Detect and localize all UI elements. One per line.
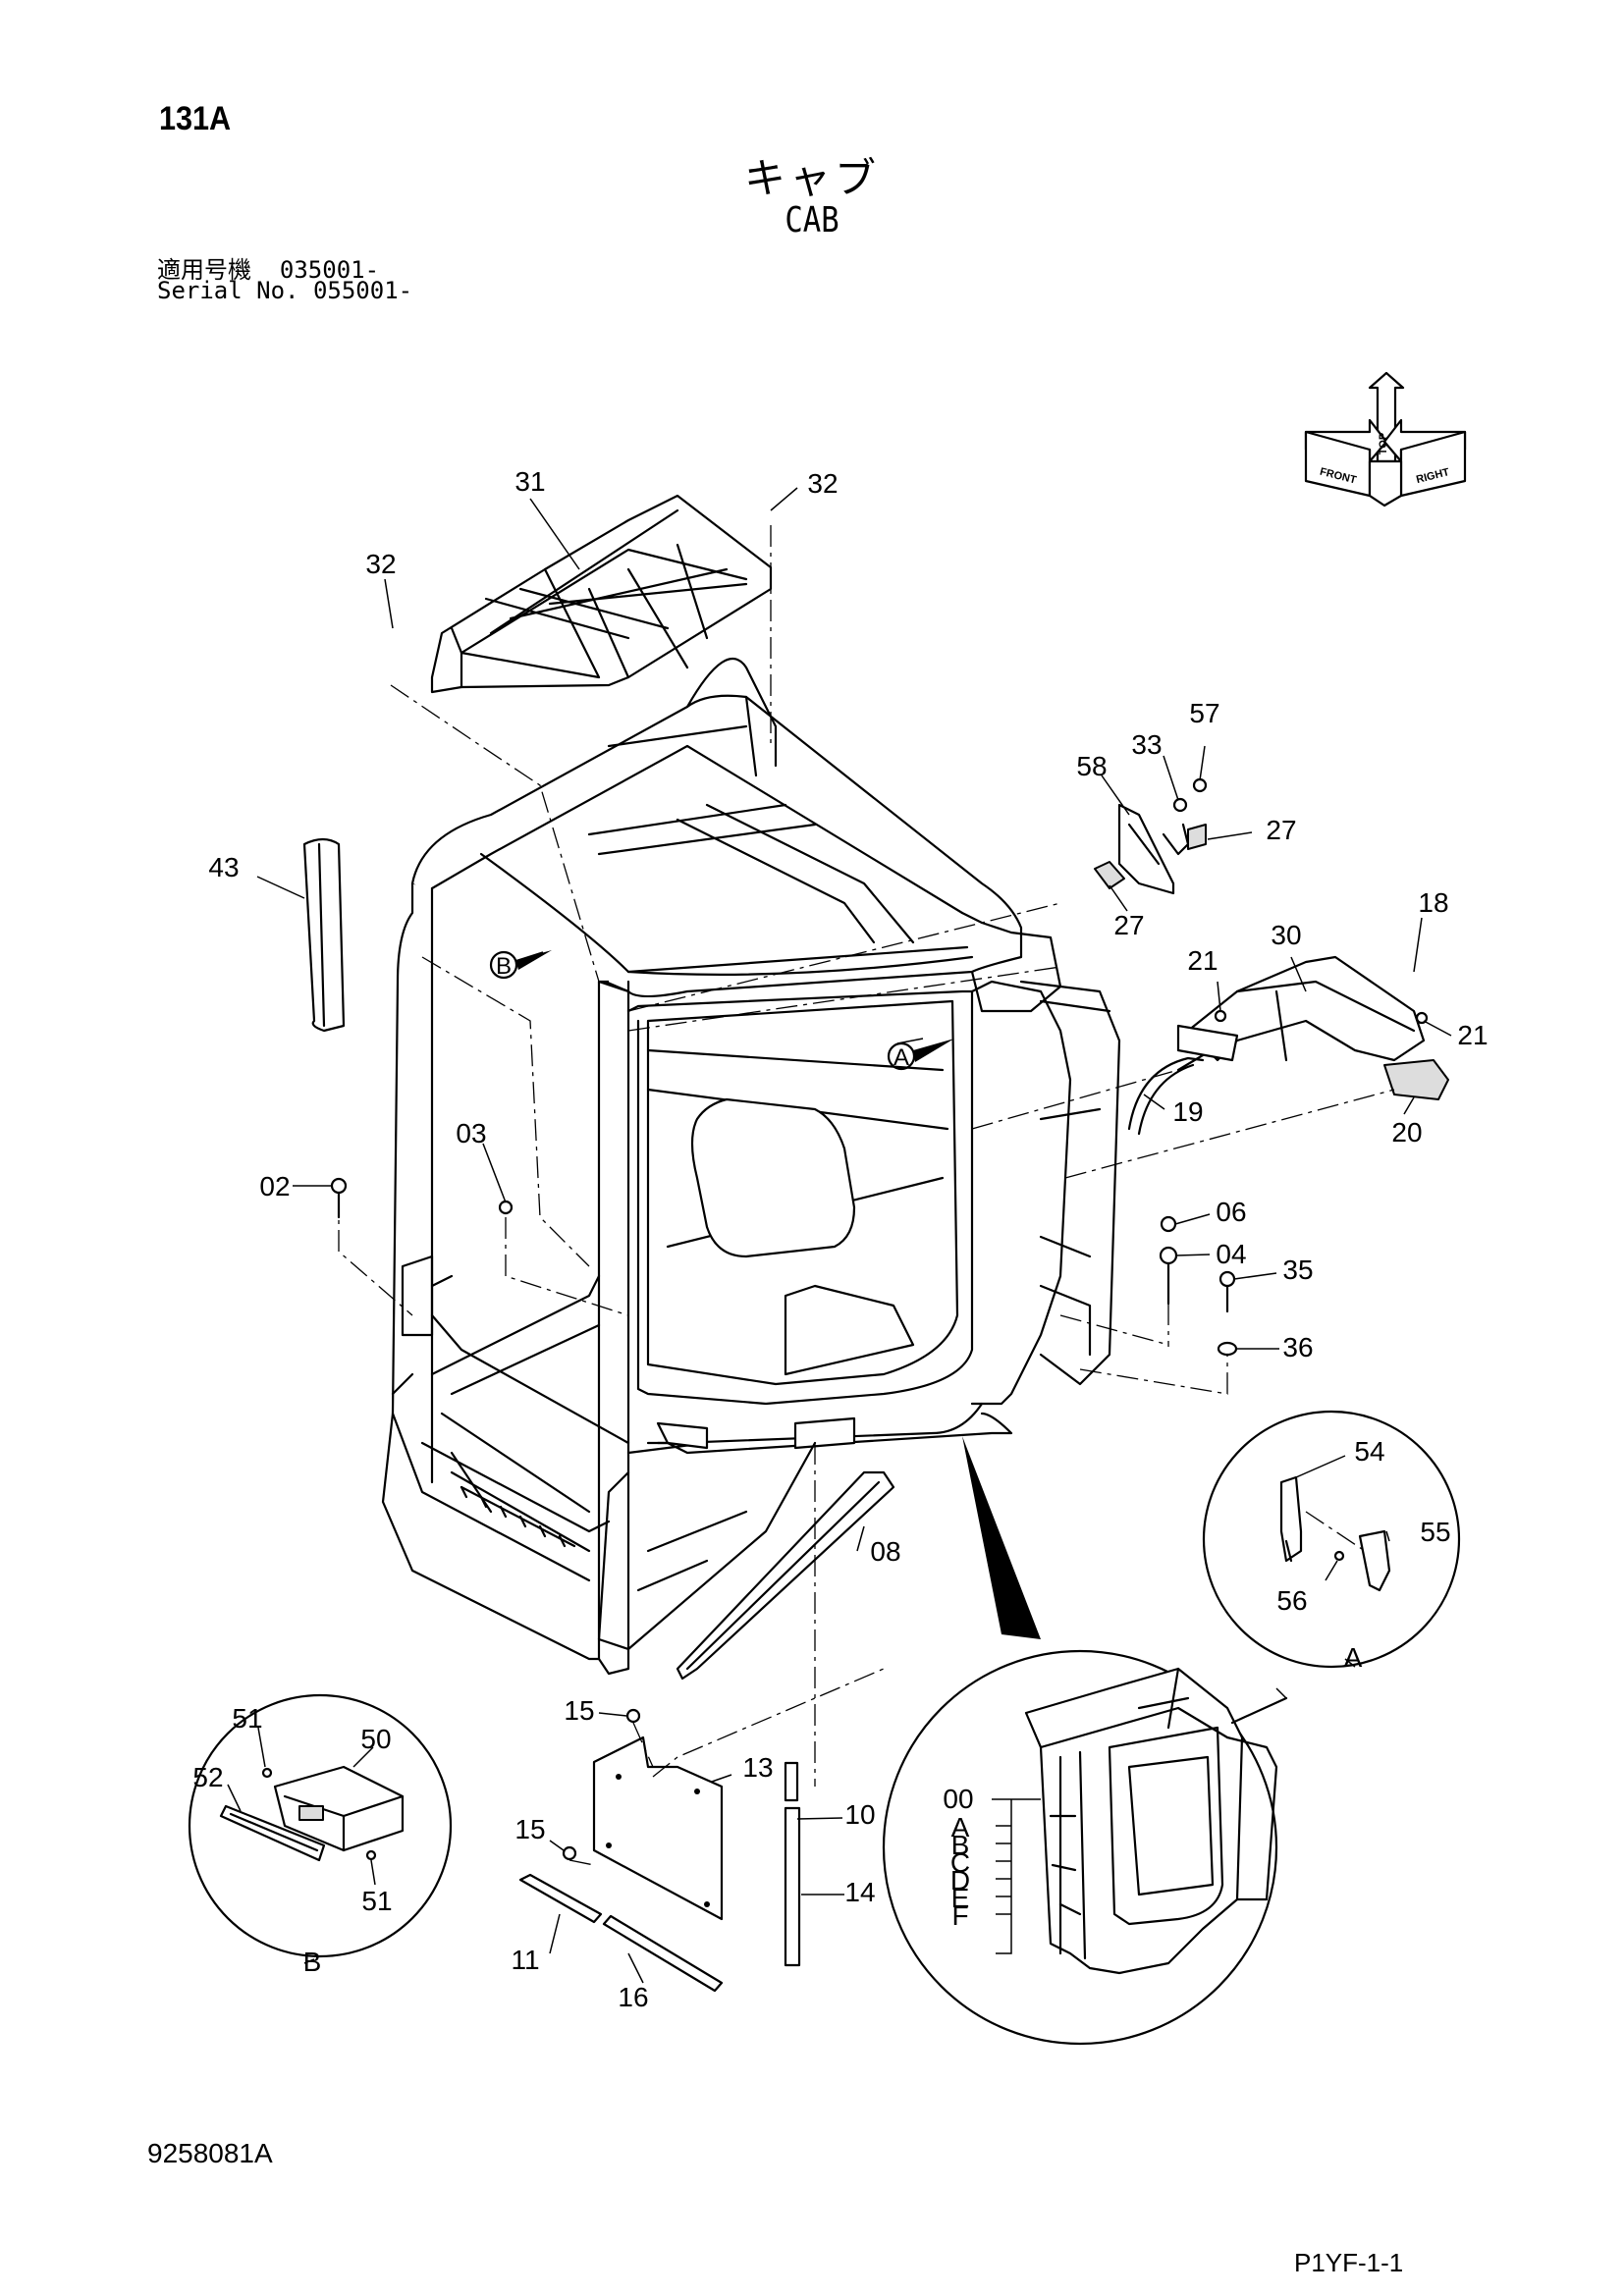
- callout-51-lower: 51: [361, 1886, 392, 1916]
- title-english: CAB: [785, 200, 839, 240]
- callout-10: 10: [844, 1799, 875, 1830]
- screw-56: [1333, 1550, 1345, 1562]
- center-lines: [338, 525, 1395, 1866]
- callout-08: 08: [870, 1536, 900, 1567]
- view-marker-b: B: [489, 950, 552, 980]
- callout-21-upper: 21: [1187, 945, 1218, 976]
- part-callouts: 31 32 32 33 57 58 27 27 43 21 30 18 21 1…: [192, 466, 1488, 2012]
- assembly-detail-circle: [882, 1436, 1288, 2046]
- bolt-03: [498, 1200, 514, 1215]
- title-japanese: キャブ: [743, 154, 880, 202]
- strip-10: [784, 1761, 799, 1802]
- page-code: P1YF-1-1: [1294, 2248, 1404, 2277]
- callout-58: 58: [1076, 751, 1107, 781]
- callout-variant-a: A: [951, 1812, 970, 1842]
- callout-50: 50: [360, 1724, 391, 1754]
- view-marker-a: A: [887, 1039, 954, 1071]
- cab-frame: [381, 657, 1121, 1676]
- callout-variant-c: C: [950, 1847, 970, 1878]
- bolt-57: [1192, 777, 1208, 793]
- callout-variant-e: E: [951, 1883, 970, 1913]
- callout-16: 16: [618, 1982, 648, 2012]
- stay-19: [1127, 1056, 1205, 1136]
- callout-19: 19: [1172, 1096, 1203, 1127]
- detail-circle-a: [1202, 1410, 1461, 1669]
- assembly-miniature-cab: [1024, 1667, 1288, 1975]
- callout-18: 18: [1418, 887, 1448, 918]
- document-id: 9258081A: [147, 2138, 273, 2168]
- bolt-04: [1159, 1246, 1178, 1306]
- callout-31: 31: [514, 466, 545, 497]
- callout-43: 43: [208, 852, 239, 882]
- bracket-58: [1117, 803, 1190, 895]
- detail-pointer-arrow: [962, 1436, 1041, 1639]
- callout-56: 56: [1276, 1585, 1307, 1616]
- callout-15-upper: 15: [564, 1695, 594, 1726]
- clip-27-lower: [1094, 861, 1125, 889]
- washer-36: [1217, 1341, 1238, 1357]
- serial-japanese: 適用号機 035001-: [157, 256, 380, 284]
- orientation-label-top: TOP: [1378, 433, 1389, 454]
- callout-27-right: 27: [1266, 815, 1296, 845]
- view-marker-a-label: A: [893, 1044, 909, 1071]
- nut-06: [1160, 1215, 1177, 1233]
- callout-27-lower: 27: [1113, 910, 1144, 940]
- callout-15-lower: 15: [514, 1814, 545, 1844]
- callout-32-left: 32: [365, 549, 396, 579]
- callout-51-upper: 51: [232, 1703, 262, 1734]
- detail-circle-b: [188, 1693, 453, 1958]
- callout-06: 06: [1216, 1197, 1246, 1227]
- callout-variant-b: B: [951, 1830, 970, 1860]
- lamp-50: [273, 1765, 405, 1852]
- washer-33: [1172, 797, 1188, 813]
- callout-33: 33: [1131, 729, 1162, 760]
- screw-51-lower: [365, 1849, 377, 1861]
- strip-14: [784, 1806, 801, 1967]
- callout-variant-f: F: [951, 1900, 968, 1931]
- orientation-compass-icon: TOP FRONT RIGHT: [1304, 371, 1467, 507]
- seal-08: [676, 1470, 895, 1681]
- serial-english: Serial No. 055001-: [157, 277, 413, 304]
- strip-16: [602, 1914, 724, 1993]
- callout-variant-d: D: [950, 1865, 970, 1896]
- callout-55: 55: [1420, 1517, 1450, 1547]
- detail-label-b: B: [303, 1947, 322, 1977]
- clip-27-upper: [1187, 824, 1207, 850]
- page-number: 131A: [159, 100, 232, 137]
- callout-32-top: 32: [807, 468, 838, 499]
- callout-35: 35: [1282, 1255, 1313, 1285]
- view-marker-b-label: B: [496, 953, 512, 980]
- callout-11: 11: [511, 1945, 539, 1975]
- bracket-21: [1176, 1009, 1429, 1062]
- callout-57: 57: [1189, 698, 1219, 728]
- detail-label-a: A: [1344, 1642, 1363, 1673]
- callout-02: 02: [259, 1171, 290, 1201]
- callout-36: 36: [1282, 1332, 1313, 1362]
- holder-55: [1358, 1529, 1391, 1592]
- callout-14: 14: [844, 1877, 875, 1907]
- callout-20: 20: [1391, 1117, 1422, 1148]
- bolt-15-upper: [625, 1708, 641, 1724]
- callout-00: 00: [943, 1784, 973, 1814]
- callout-13: 13: [742, 1752, 773, 1783]
- lever-54: [1279, 1475, 1303, 1563]
- cover-20: [1383, 1059, 1449, 1100]
- callout-52: 52: [192, 1762, 223, 1792]
- strip-11: [518, 1873, 603, 1924]
- callout-04: 04: [1216, 1239, 1246, 1269]
- lens-52: [219, 1804, 326, 1862]
- callout-21-right: 21: [1457, 1020, 1488, 1050]
- callout-30: 30: [1271, 920, 1301, 950]
- callout-54: 54: [1354, 1436, 1384, 1467]
- callout-03: 03: [456, 1118, 486, 1148]
- panel-13: [592, 1735, 724, 1921]
- bolt-15-lower: [562, 1845, 577, 1861]
- screw-51-upper: [261, 1767, 273, 1779]
- seal-strip-43: [302, 837, 346, 1033]
- roof-guard: [430, 494, 773, 694]
- bolt-35: [1218, 1270, 1236, 1313]
